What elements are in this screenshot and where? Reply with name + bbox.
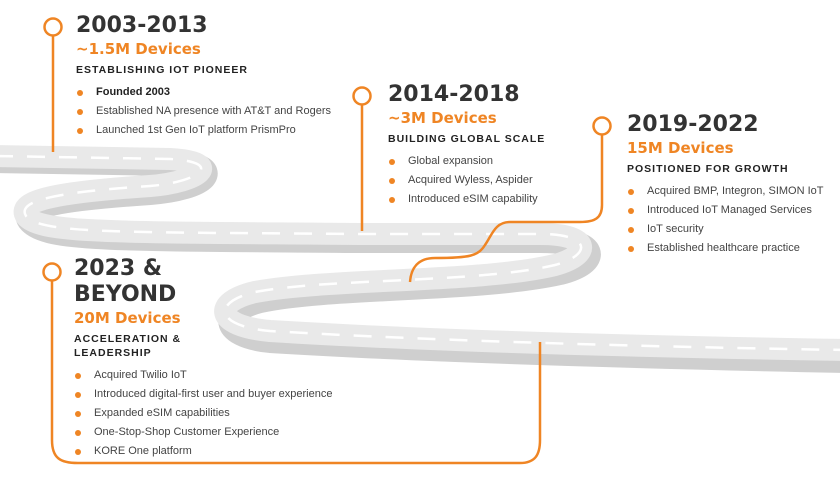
milestone-marker-icon [42,262,62,282]
milestone-list: Global expansion Acquired Wyless, Aspide… [388,152,545,209]
milestone-2023-beyond: 2023 & BEYOND 20M Devices ACCELERATION &… [74,256,332,461]
item-text: Acquired Twilio IoT [94,369,187,381]
theme-label-line2: LEADERSHIP [74,347,152,359]
theme-label: BUILDING GLOBAL SCALE [388,133,546,145]
list-item: Founded 2003 [76,83,331,102]
item-text: Introduced digital-first user and buyer … [94,388,333,400]
device-count: ~1.5M Devices [76,40,201,58]
period-title: 2003-2013 [76,13,208,38]
bullet-icon [628,189,634,195]
bullet-icon [389,197,395,203]
bullet-icon [75,411,81,417]
bullet-icon [75,449,81,455]
item-text: Acquired Wyless, Aspider [408,174,533,186]
list-item: Introduced eSIM capability [388,190,545,209]
milestone-list: Acquired Twilio IoT Introduced digital-f… [74,366,332,461]
item-text: Established NA presence with AT&T and Ro… [96,105,331,117]
list-item: Acquired Wyless, Aspider [388,171,545,190]
item-text: KORE One platform [94,445,192,457]
theme-label-line1: ACCELERATION & [74,333,182,345]
list-item: Expanded eSIM capabilities [74,404,332,423]
theme-label: POSITIONED FOR GROWTH [627,163,789,175]
milestone-marker-icon [43,17,63,37]
milestone-marker-icon [592,116,612,136]
road [0,145,840,361]
period-title-line1: 2023 & [74,256,163,281]
list-item: One-Stop-Shop Customer Experience [74,423,332,442]
milestone-2014-2018: 2014-2018 ~3M Devices BUILDING GLOBAL SC… [388,82,545,209]
period-title: 2019-2022 [627,112,759,137]
bullet-icon [75,392,81,398]
list-item: Global expansion [388,152,545,171]
bullet-icon [77,109,83,115]
list-item: Introduced IoT Managed Services [627,201,823,220]
device-count: 15M Devices [627,139,734,157]
item-text: Introduced IoT Managed Services [647,204,812,216]
list-item: Launched 1st Gen IoT platform PrismPro [76,121,331,140]
bullet-icon [389,159,395,165]
list-item: Acquired Twilio IoT [74,366,332,385]
bullet-icon [628,246,634,252]
list-item: IoT security [627,220,823,239]
milestone-2003-2013: 2003-2013 ~1.5M Devices ESTABLISHING IOT… [76,13,331,140]
item-text: Founded 2003 [96,86,170,98]
bullet-icon [628,208,634,214]
bullet-icon [77,90,83,96]
period-title-line2: BEYOND [74,282,177,307]
milestone-2019-2022: 2019-2022 15M Devices POSITIONED FOR GRO… [627,112,823,258]
item-text: Acquired BMP, Integron, SIMON IoT [647,185,824,197]
item-text: One-Stop-Shop Customer Experience [94,426,280,438]
item-text: Established healthcare practice [647,242,800,254]
milestone-list: Acquired BMP, Integron, SIMON IoT Introd… [627,182,823,258]
period-title: 2014-2018 [388,82,520,107]
list-item: Established NA presence with AT&T and Ro… [76,102,331,121]
milestone-marker-icon [352,86,372,106]
device-count: 20M Devices [74,309,181,327]
item-text: Launched 1st Gen IoT platform PrismPro [96,124,296,136]
bullet-icon [628,227,634,233]
item-text: Introduced eSIM capability [408,193,538,205]
bullet-icon [75,373,81,379]
item-text: Global expansion [408,155,494,167]
list-item: KORE One platform [74,442,332,461]
list-item: Established healthcare practice [627,239,823,258]
bullet-icon [77,128,83,134]
theme-label: ESTABLISHING IOT PIONEER [76,64,248,76]
bullet-icon [75,430,81,436]
item-text: IoT security [647,223,704,235]
list-item: Introduced digital-first user and buyer … [74,385,332,404]
bullet-icon [389,178,395,184]
device-count: ~3M Devices [388,109,497,127]
milestone-list: Founded 2003 Established NA presence wit… [76,83,331,140]
list-item: Acquired BMP, Integron, SIMON IoT [627,182,823,201]
item-text: Expanded eSIM capabilities [94,407,230,419]
